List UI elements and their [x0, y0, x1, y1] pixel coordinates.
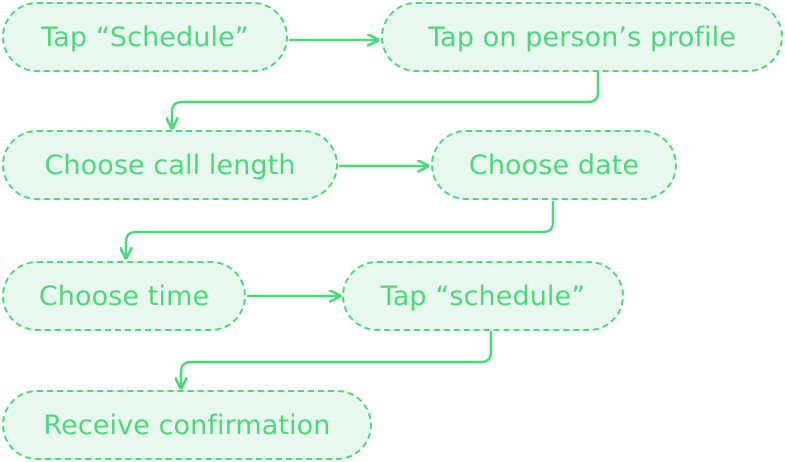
step-choose-date: Choose date	[431, 130, 677, 200]
step-tap-schedule-confirm: Tap “schedule”	[342, 261, 624, 331]
arrow-4-5	[126, 200, 555, 260]
arrow-2-3	[172, 70, 600, 130]
step-choose-time: Choose time	[2, 261, 246, 331]
step-tap-profile: Tap on person’s profile	[381, 2, 783, 72]
step-tap-schedule: Tap “Schedule”	[2, 2, 288, 72]
arrow-6-7	[181, 330, 493, 390]
step-receive-confirmation: Receive confirmation	[2, 390, 372, 460]
step-choose-call-length: Choose call length	[2, 130, 338, 200]
